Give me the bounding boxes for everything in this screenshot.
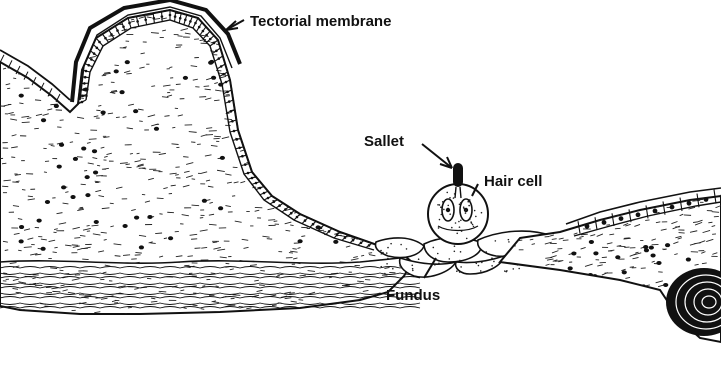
- label-sallet: Sallet: [364, 133, 404, 150]
- label-fundus: Fundus: [386, 287, 440, 304]
- label-hair-cell: Hair cell: [484, 173, 542, 190]
- label-tectorial-membrane: Tectorial membrane: [250, 13, 391, 30]
- hair-cell: [428, 184, 488, 244]
- right-tissue: [500, 188, 721, 344]
